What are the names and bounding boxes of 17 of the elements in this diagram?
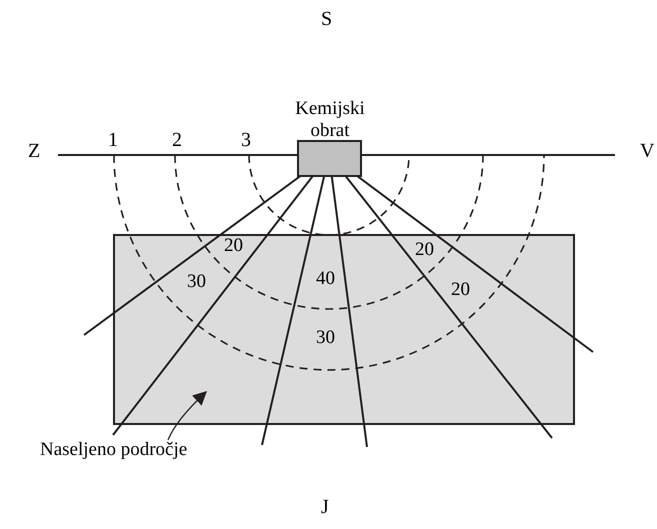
leader-line (167, 391, 208, 440)
zone-value: 20 (415, 240, 434, 261)
zone-value: 20 (224, 236, 243, 257)
settlement-area (113, 234, 575, 425)
zone-value: 30 (187, 272, 206, 293)
compass-letter: S (321, 8, 332, 30)
zone-value: 20 (451, 280, 470, 301)
compass-letter: V (640, 140, 654, 162)
zone-value: 40 (316, 269, 335, 290)
distance-number: 2 (172, 129, 182, 151)
area-caption: Naseljeno področje (40, 440, 188, 461)
zone-value: 30 (316, 328, 335, 349)
plant-label: Kemijski obrat (294, 98, 366, 142)
compass-letter: Z (28, 140, 40, 162)
distance-number: 3 (241, 129, 251, 151)
compass-letter: J (321, 496, 329, 518)
distance-number: 1 (108, 129, 118, 151)
